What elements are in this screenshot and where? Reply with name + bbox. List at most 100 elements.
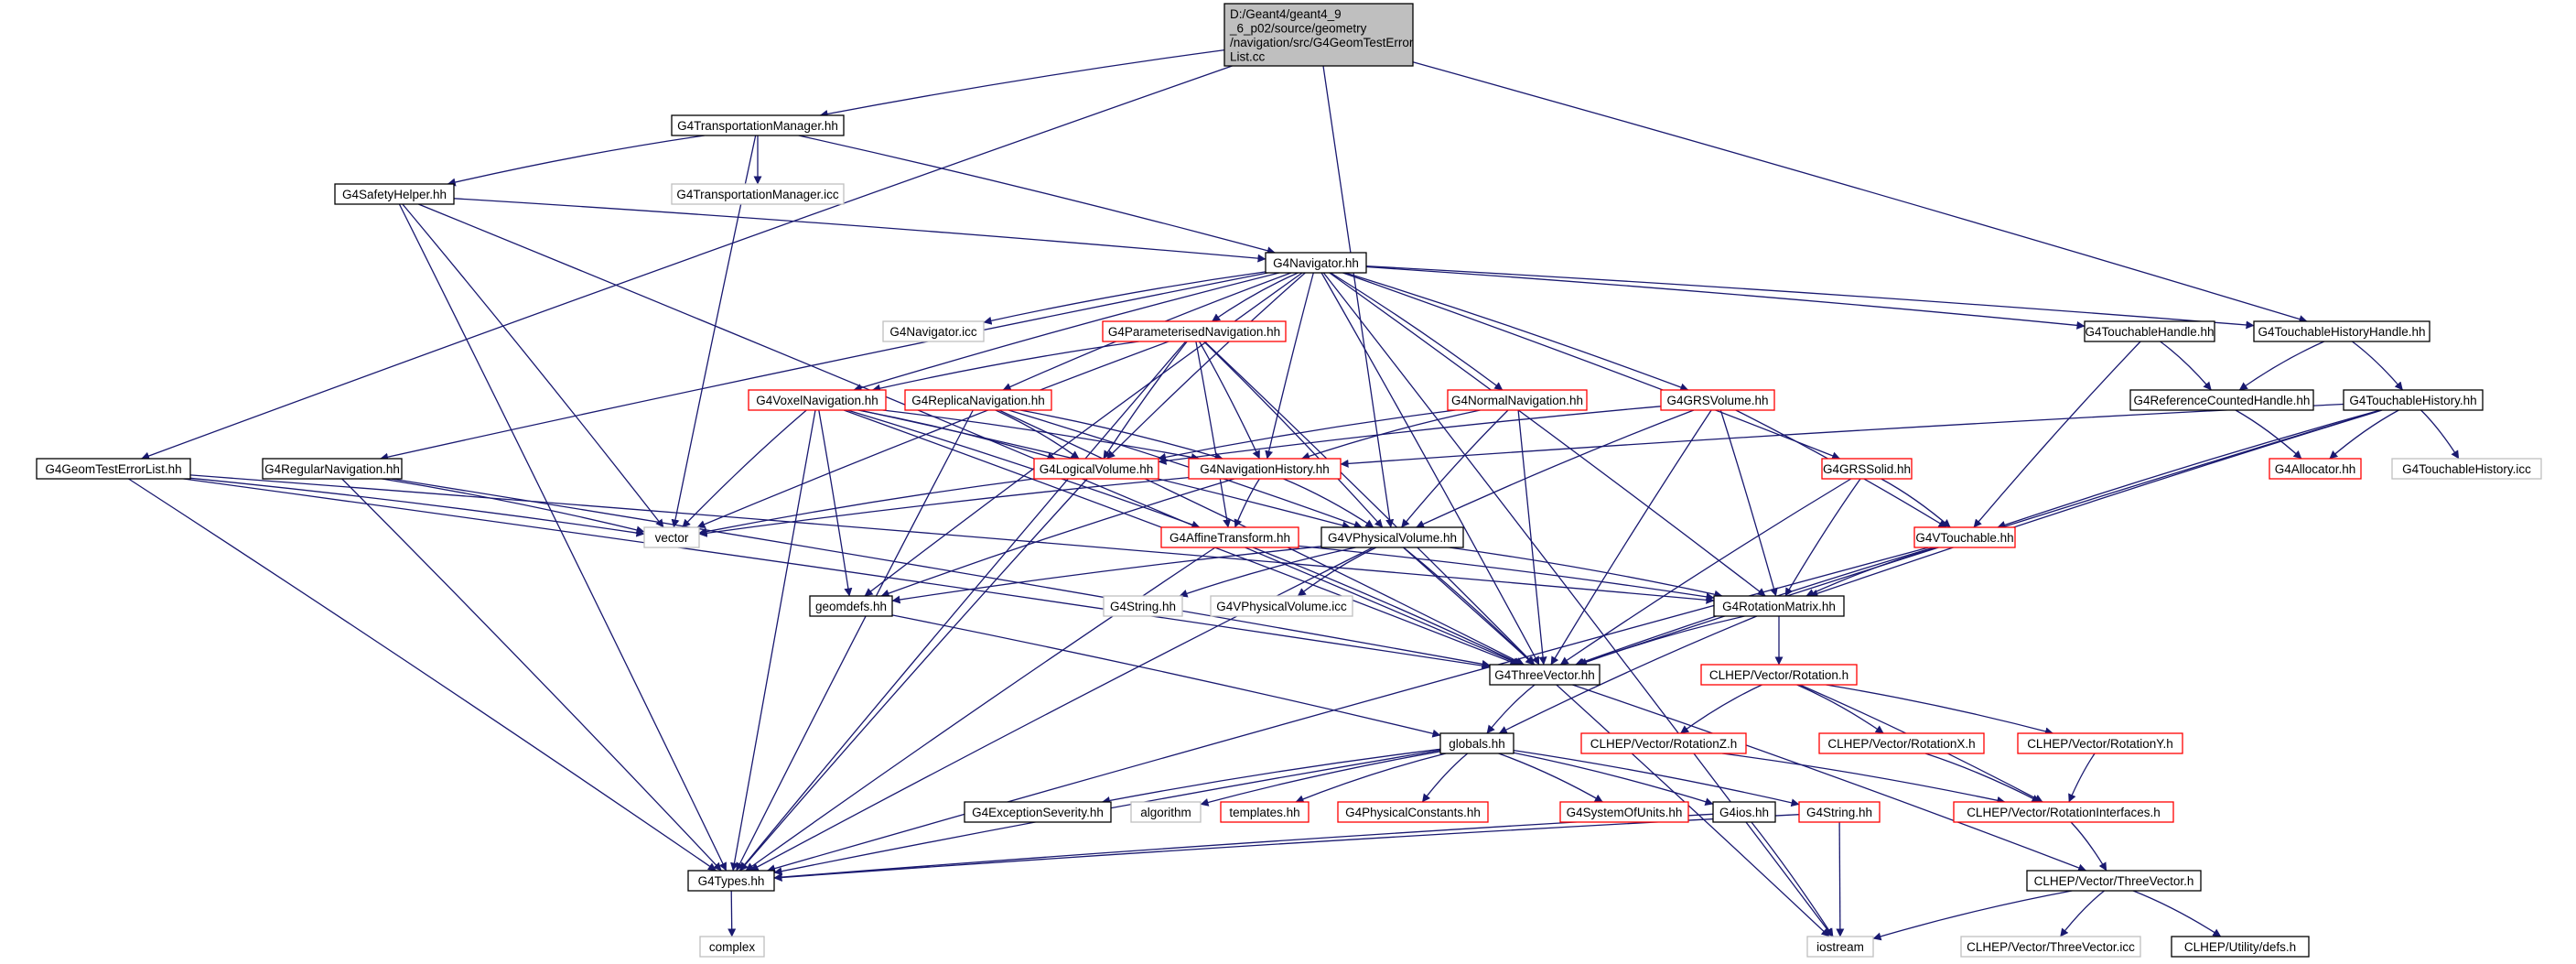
node-rotation-matrix-hh[interactable]: G4RotationMatrix.hh xyxy=(1713,595,1845,617)
node-box xyxy=(1798,801,1881,823)
edge-navigation_history_hh-to-geomdefs_hh xyxy=(880,478,1235,598)
edge-clhep_rotation_z_h-to-clhep_rotation_interfaces_h xyxy=(1722,753,2006,805)
edge-globals_hh-to-string_hh xyxy=(1513,749,1800,807)
node-types-hh[interactable]: G4Types.hh xyxy=(687,870,775,892)
node-label: G4AffineTransform.hh xyxy=(1169,531,1290,545)
node-globals-hh[interactable]: globals.hh xyxy=(1439,732,1514,754)
node-label: G4ReferenceCountedHandle.hh xyxy=(2134,394,2311,407)
node-box xyxy=(1559,801,1689,823)
node-clhep-rotation-z-h[interactable]: CLHEP/Vector/RotationZ.h xyxy=(1580,732,1747,754)
node-label: /navigation/src/G4GeomTestError xyxy=(1230,36,1414,49)
node-box xyxy=(1953,801,2174,823)
node-templates-hh[interactable]: templates.hh xyxy=(1220,801,1310,823)
edge-navigator_hh-to-grs_volume_hh xyxy=(1345,272,1689,392)
edge-parameterised_navigation_hh-to-logical_volume_hh xyxy=(1103,341,1188,460)
node-label: G4VTouchable.hh xyxy=(1915,531,2013,545)
node-navigation-history-hh[interactable]: G4NavigationHistory.hh xyxy=(1188,458,1342,480)
node-voxel-navigation-hh[interactable]: G4VoxelNavigation.hh xyxy=(748,389,887,411)
node-label: G4RotationMatrix.hh xyxy=(1722,600,1836,613)
node-parameterised-navigation-hh[interactable]: G4ParameterisedNavigation.hh xyxy=(1102,320,1287,342)
node-grs-solid-hh[interactable]: G4GRSSolid.hh xyxy=(1821,458,1913,480)
node-label: algorithm xyxy=(1140,806,1191,819)
node-box xyxy=(262,458,403,480)
node-logical-volume-hh[interactable]: G4LogicalVolume.hh xyxy=(1033,458,1159,480)
edge-normal_navigation_hh-to-logical_volume_hh xyxy=(1158,409,1456,461)
edge-clhep_rotation_h-to-clhep_rotation_x_h xyxy=(1796,684,1884,734)
node-string-hh[interactable]: G4String.hh xyxy=(1798,801,1881,823)
node-three-vector-hh[interactable]: G4ThreeVector.hh xyxy=(1489,664,1601,686)
node-root[interactable]: D:/Geant4/geant4_9_6_p02/source/geometry… xyxy=(1223,3,1414,67)
node-physical-constants-hh[interactable]: G4PhysicalConstants.hh xyxy=(1337,801,1489,823)
edge-globals_hh-to-system_of_units_hh xyxy=(1498,753,1603,803)
node-clhep-utility-defs-h[interactable]: CLHEP/Utility/defs.h xyxy=(2171,936,2310,958)
node-vtouchable-hh[interactable]: G4VTouchable.hh xyxy=(1913,526,2016,548)
node-touchable-history-hh[interactable]: G4TouchableHistory.hh xyxy=(2343,389,2484,411)
node-clhep-rotation-y-h[interactable]: CLHEP/Vector/RotationY.h xyxy=(2017,732,2183,754)
node-grs-volume-hh[interactable]: G4GRSVolume.hh xyxy=(1660,389,1775,411)
node-normal-navigation-hh[interactable]: G4NormalNavigation.hh xyxy=(1447,389,1588,411)
node-label: geomdefs.hh xyxy=(815,600,887,613)
node-label: G4TransportationManager.icc xyxy=(676,188,839,201)
node-label: templates.hh xyxy=(1229,806,1299,819)
node-system-of-units-hh[interactable]: G4SystemOfUnits.hh xyxy=(1559,801,1689,823)
node-clhep-rotation-x-h[interactable]: CLHEP/Vector/RotationX.h xyxy=(1818,732,1985,754)
node-label: globals.hh xyxy=(1449,737,1505,751)
edge-voxel_navigation_hh-to-types_hh xyxy=(730,409,816,872)
node-ios-hh[interactable]: G4ios.hh xyxy=(1712,801,1776,823)
node-transportation-manager-icc: G4TransportationManager.icc xyxy=(671,183,845,205)
edge-vphysical_volume_hh-to-geomdefs_hh xyxy=(891,546,1322,604)
node-label: G4LogicalVolume.hh xyxy=(1040,462,1154,476)
node-box xyxy=(1700,664,1858,686)
edge-clhep_rotation_h-to-clhep_rotation_z_h xyxy=(1680,684,1762,734)
node-affine-transform-hh[interactable]: G4AffineTransform.hh xyxy=(1160,526,1299,548)
node-clhep-rotation-h[interactable]: CLHEP/Vector/Rotation.h xyxy=(1700,664,1858,686)
node-label: G4NormalNavigation.hh xyxy=(1451,394,1583,407)
node-label: G4TransportationManager.hh xyxy=(677,119,838,133)
node-box xyxy=(1660,389,1775,411)
node-label: G4PhysicalConstants.hh xyxy=(1345,806,1481,819)
edge-navigator_hh-to-rotation_matrix_hh xyxy=(1329,272,1766,597)
node-regular-navigation-hh[interactable]: G4RegularNavigation.hh xyxy=(262,458,403,480)
node-box xyxy=(2253,320,2430,342)
edge-voxel_navigation_hh-to-geomdefs_hh xyxy=(818,409,853,597)
node-touchable-handle-hh[interactable]: G4TouchableHandle.hh xyxy=(2084,320,2215,342)
node-label: G4NavigationHistory.hh xyxy=(1200,462,1330,476)
node-navigator-hh[interactable]: G4Navigator.hh xyxy=(1265,252,1367,274)
node-reference-counted-handle-hh[interactable]: G4ReferenceCountedHandle.hh xyxy=(2129,389,2314,411)
edge-navigator_hh-to-three_vector_hh xyxy=(1320,272,1540,666)
edge-clhep_three_vector_h-to-clhep_utility_defs_h xyxy=(2132,890,2222,937)
node-vphysical-volume-hh[interactable]: G4VPhysicalVolume.hh xyxy=(1320,526,1464,548)
edge-string_hh-to-iostream xyxy=(1836,821,1845,937)
node-replica-navigation-hh[interactable]: G4ReplicaNavigation.hh xyxy=(904,389,1052,411)
edge-vphysical_volume_hh-to-rotation_matrix_hh xyxy=(1449,547,1723,599)
node-box xyxy=(2343,389,2484,411)
node-clhep-three-vector-h[interactable]: CLHEP/Vector/ThreeVector.h xyxy=(2026,870,2202,892)
edge-navigator_hh-to-grs_solid_hh xyxy=(1342,272,1841,460)
edge-grs_solid_hh-to-vtouchable_hh xyxy=(1881,478,1951,528)
node-box xyxy=(1821,458,1913,480)
node-box xyxy=(2171,936,2310,958)
node-safety-helper-hh[interactable]: G4SafetyHelper.hh xyxy=(334,183,455,205)
edge-grs_volume_hh-to-three_vector_hh xyxy=(1550,409,1712,666)
node-box xyxy=(1130,801,1202,823)
node-transportation-manager-hh[interactable]: G4TransportationManager.hh xyxy=(671,114,845,136)
node-vector: vector xyxy=(643,526,700,548)
node-allocator-hh[interactable]: G4Allocator.hh xyxy=(2269,458,2362,480)
edge-vtouchable_hh-to-rotation_matrix_hh xyxy=(1805,547,1938,597)
node-clhep-rotation-interfaces-h[interactable]: CLHEP/Vector/RotationInterfaces.h xyxy=(1953,801,2174,823)
node-exception-severity-hh[interactable]: G4ExceptionSeverity.hh xyxy=(964,801,1112,823)
node-label: G4VPhysicalVolume.icc xyxy=(1216,600,1347,613)
edge-globals_hh-to-ios_hh xyxy=(1513,752,1714,807)
edge-touchable_history_handle_hh-to-touchable_history_hh xyxy=(2352,341,2404,391)
node-geomdefs-hh[interactable]: geomdefs.hh xyxy=(809,595,893,617)
edge-touchable_history_hh-to-allocator_hh xyxy=(2329,409,2399,460)
node-touchable-history-handle-hh[interactable]: G4TouchableHistoryHandle.hh xyxy=(2253,320,2430,342)
node-geom-test-error-list-hh[interactable]: G4GeomTestErrorList.hh xyxy=(36,458,191,480)
edge-navigator_hh-to-normal_navigation_hh xyxy=(1330,272,1504,391)
edge-reference_counted_handle_hh-to-allocator_hh xyxy=(2235,409,2302,460)
node-label: G4String.hh xyxy=(1110,600,1176,613)
node-box xyxy=(1160,526,1299,548)
edge-parameterised_navigation_hh-to-vphysical_volume_hh xyxy=(1203,341,1384,528)
node-label: G4SafetyHelper.hh xyxy=(342,188,447,201)
node-label: G4TouchableHistory.hh xyxy=(2349,394,2476,407)
